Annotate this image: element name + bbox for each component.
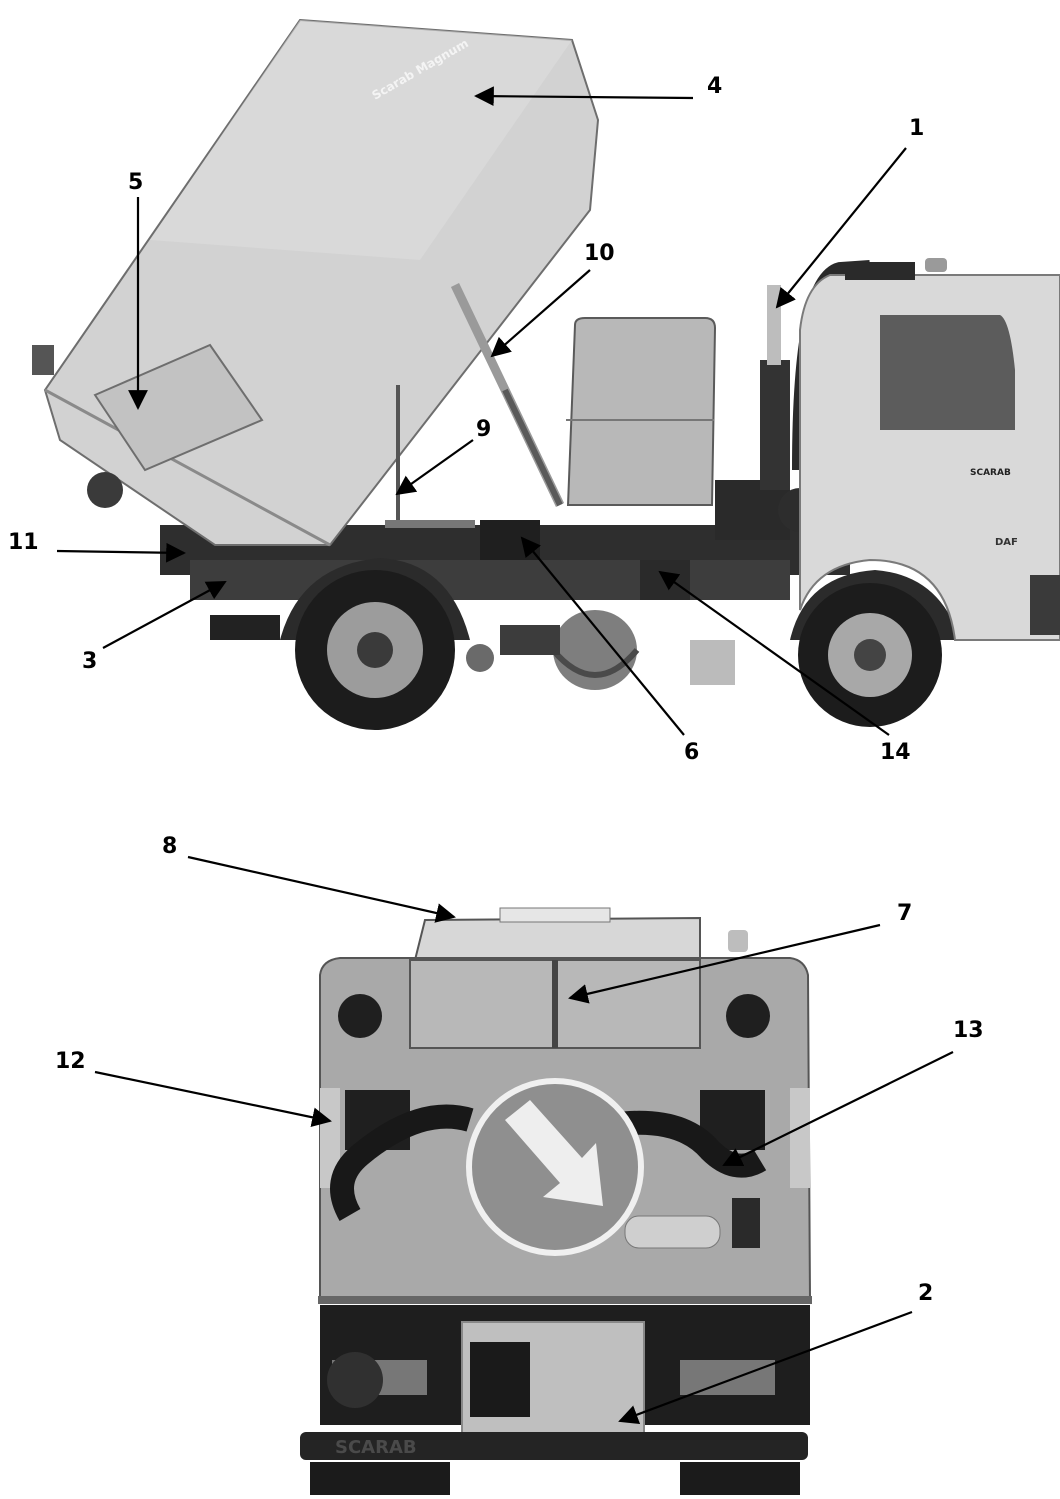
component-6-housing (480, 520, 540, 560)
callout-13: 13 (953, 1018, 984, 1043)
callout-5: 5 (128, 170, 144, 195)
leader-4 (474, 86, 694, 107)
rear-beacon (728, 930, 748, 952)
rear-bumper-assembly: SCARAB (300, 1305, 810, 1495)
cab-make-text: DAF (995, 537, 1018, 548)
callout-14: 14 (880, 740, 911, 765)
keep-right-sign (466, 1078, 644, 1256)
rear-light-left (338, 994, 382, 1038)
truck-cab: SCARAB DAF (799, 258, 1060, 641)
callout-10: 10 (584, 241, 615, 266)
tipped-hopper: Scarab Magnum (32, 18, 600, 547)
leader-lines (56, 86, 954, 1425)
inspection-door (93, 343, 264, 472)
leader-10 (490, 269, 591, 358)
cab-badge-text: SCARAB (970, 468, 1011, 478)
beacon-light (925, 258, 947, 272)
rear-lamp-right (680, 1360, 775, 1395)
callout-3: 3 (82, 649, 98, 674)
rear-top-cover (413, 907, 748, 961)
rear-wheel (280, 558, 470, 730)
callout-7: 7 (897, 901, 913, 926)
front-wheel (790, 570, 960, 727)
callout-11: 11 (8, 530, 39, 555)
callout-1: 1 (909, 116, 925, 141)
suction-hose-left (330, 1104, 474, 1221)
leader-8 (187, 855, 456, 923)
callout-9: 9 (476, 417, 492, 442)
side-view: SCARAB DAF Scarab Magnum (32, 18, 1060, 730)
rear-light-right (726, 994, 770, 1038)
callout-8: 8 (162, 834, 178, 859)
rear-bumper (300, 1432, 808, 1460)
cab-roof-vent (845, 262, 915, 280)
callout-4: 4 (707, 74, 723, 99)
sweeping-gear (466, 610, 735, 690)
rear-bumper-text: SCARAB (335, 1437, 417, 1458)
water-tank (566, 317, 717, 506)
leader-12 (94, 1070, 332, 1128)
leader-6 (520, 536, 685, 736)
leader-9 (395, 439, 474, 496)
leader-2 (618, 1310, 913, 1425)
suction-flap (690, 640, 735, 685)
leader-14 (658, 570, 890, 736)
leader-11 (56, 542, 186, 563)
rear-view: SCARAB (300, 907, 812, 1495)
leader-13 (722, 1051, 954, 1166)
leader-1 (775, 147, 907, 309)
callout-2: 2 (918, 1281, 934, 1306)
leader-3 (102, 581, 227, 649)
leader-7 (568, 923, 881, 1004)
component-14-housing (640, 560, 690, 600)
callout-12: 12 (55, 1049, 86, 1074)
exhaust-stack (767, 285, 781, 365)
exhaust-pipe (760, 360, 790, 490)
cab-window (880, 315, 1015, 430)
callout-6: 6 (684, 740, 700, 765)
rear-tube (624, 1215, 721, 1249)
